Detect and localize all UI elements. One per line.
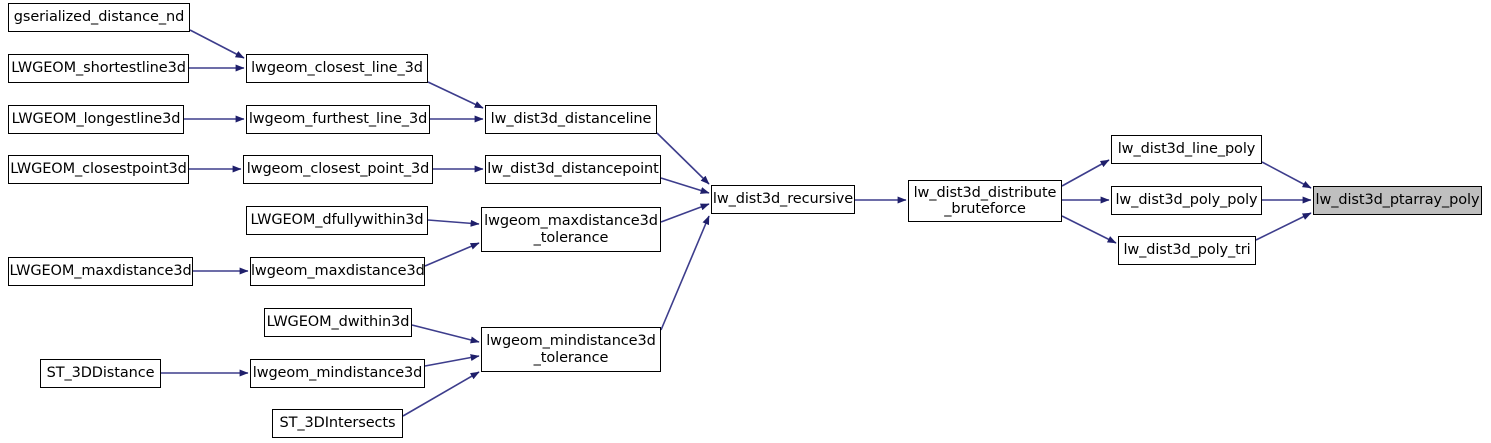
graph-node-LWGEOM_dwithin3d[interactable]: LWGEOM_dwithin3d	[264, 308, 412, 337]
graph-node-label: lw_dist3d_distribute _bruteforce	[913, 184, 1057, 217]
graph-node-label: lw_dist3d_ptarray_poly	[1315, 192, 1480, 209]
graph-node-lw_dist3d_distancepoint[interactable]: lw_dist3d_distancepoint	[485, 155, 661, 184]
call-edge	[424, 354, 480, 367]
graph-node-lw_dist3d_distanceline[interactable]: lw_dist3d_distanceline	[485, 105, 657, 134]
graph-node-lwgeom_closest_point_3d[interactable]: lwgeom_closest_point_3d	[243, 155, 433, 184]
graph-node-LWGEOM_closestpoint3d[interactable]: LWGEOM_closestpoint3d	[8, 155, 189, 184]
call-edge	[660, 215, 710, 331]
graph-node-lw_dist3d_distribute_bruteforce[interactable]: lw_dist3d_distribute _bruteforce	[908, 180, 1062, 222]
graph-node-label: lw_dist3d_poly_tri	[1123, 242, 1251, 259]
graph-node-gserialized_distance_nd[interactable]: gserialized_distance_nd	[8, 3, 190, 32]
graph-node-label: lwgeom_maxdistance3d	[251, 263, 425, 280]
graph-node-label: lw_dist3d_poly_poly	[1115, 192, 1258, 209]
graph-node-lwgeom_mindistance3d[interactable]: lwgeom_mindistance3d	[250, 359, 425, 388]
graph-node-LWGEOM_longestline3d[interactable]: LWGEOM_longestline3d	[8, 105, 184, 134]
graph-node-lw_dist3d_line_poly[interactable]: lw_dist3d_line_poly	[1111, 135, 1262, 164]
call-edge	[1255, 212, 1312, 241]
graph-node-label: lwgeom_furthest_line_3d	[248, 111, 428, 128]
graph-node-label: lw_dist3d_distancepoint	[487, 161, 659, 178]
graph-node-label: LWGEOM_closestpoint3d	[10, 161, 187, 178]
graph-node-label: lwgeom_closest_line_3d	[251, 60, 423, 77]
graph-node-lwgeom_maxdistance3d_tolerance[interactable]: lwgeom_maxdistance3d _tolerance	[481, 207, 661, 252]
call-edge	[427, 81, 484, 109]
graph-node-lwgeom_maxdistance3d[interactable]: lwgeom_maxdistance3d	[250, 257, 425, 286]
call-edge	[424, 242, 480, 267]
graph-node-label: ST_3DIntersects	[279, 415, 396, 432]
graph-node-LWGEOM_maxdistance3d[interactable]: LWGEOM_maxdistance3d	[8, 257, 193, 286]
graph-node-label: LWGEOM_dfullywithin3d	[250, 212, 424, 229]
call-edge	[1061, 215, 1117, 244]
graph-node-lw_dist3d_recursive[interactable]: lw_dist3d_recursive	[711, 185, 855, 214]
graph-node-lw_dist3d_ptarray_poly[interactable]: lw_dist3d_ptarray_poly	[1313, 186, 1482, 215]
graph-node-label: lw_dist3d_distanceline	[490, 111, 652, 128]
graph-node-lw_dist3d_poly_tri[interactable]: lw_dist3d_poly_tri	[1118, 236, 1256, 265]
graph-node-label: lw_dist3d_line_poly	[1117, 141, 1256, 158]
call-edge	[660, 203, 710, 223]
graph-node-label: LWGEOM_longestline3d	[11, 111, 181, 128]
graph-node-label: LWGEOM_maxdistance3d	[9, 263, 192, 280]
graph-node-lwgeom_mindistance3d_tolerance[interactable]: lwgeom_mindistance3d _tolerance	[481, 327, 661, 372]
graph-node-label: lwgeom_mindistance3d	[252, 365, 423, 382]
graph-node-label: LWGEOM_shortestline3d	[11, 60, 186, 77]
graph-node-label: gserialized_distance_nd	[13, 9, 185, 26]
graph-node-lwgeom_furthest_line_3d[interactable]: lwgeom_furthest_line_3d	[246, 105, 430, 134]
call-edge	[189, 29, 245, 59]
graph-node-lwgeom_closest_line_3d[interactable]: lwgeom_closest_line_3d	[246, 54, 428, 83]
graph-node-LWGEOM_shortestline3d[interactable]: LWGEOM_shortestline3d	[8, 54, 189, 83]
graph-node-lw_dist3d_poly_poly[interactable]: lw_dist3d_poly_poly	[1111, 186, 1262, 215]
graph-node-label: lwgeom_closest_point_3d	[246, 161, 430, 178]
call-edge	[656, 132, 710, 185]
call-edge	[411, 324, 480, 344]
call-edge	[427, 219, 480, 227]
graph-node-label: ST_3DDistance	[46, 365, 155, 382]
graph-node-LWGEOM_dfullywithin3d[interactable]: LWGEOM_dfullywithin3d	[246, 206, 428, 235]
call-edge	[1261, 161, 1312, 189]
graph-node-ST_3DIntersects[interactable]: ST_3DIntersects	[272, 409, 403, 438]
call-edge	[660, 177, 710, 194]
graph-node-ST_3DDistance[interactable]: ST_3DDistance	[40, 359, 161, 388]
graph-node-label: lwgeom_maxdistance3d _tolerance	[484, 213, 658, 246]
call-edge	[1061, 159, 1110, 187]
graph-node-label: lwgeom_mindistance3d _tolerance	[486, 333, 656, 366]
graph-node-label: LWGEOM_dwithin3d	[266, 314, 410, 331]
graph-node-label: lw_dist3d_recursive	[712, 191, 854, 208]
